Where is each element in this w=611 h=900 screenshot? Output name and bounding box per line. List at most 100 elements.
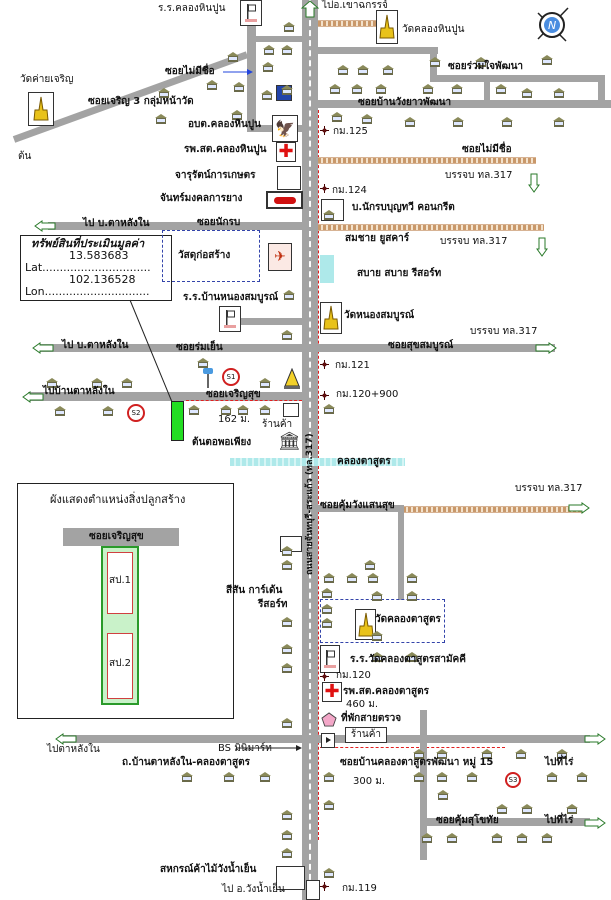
property-title: ทรัพย์สินที่ประเมินมูลค่า [31,237,145,250]
label-km121: กม.121 [335,360,370,371]
label-to-ta-lang-nai-2: ไป บ.ตาหลังใน [62,340,129,351]
label-to-field-1: ไปที่ไร่ [545,757,574,768]
house-icon [102,406,114,416]
label-rpst-top: รพ.สต.คลองหินปูน [184,144,267,155]
house-icon [501,117,513,127]
house-icon [553,117,565,127]
lon-label: Lon.............................. [25,285,150,298]
label-checkpoint: ที่พักสายตรวจ [341,713,402,724]
house-icon [436,772,448,782]
house-icon [220,405,232,415]
school-flag-icon [320,645,340,673]
lat-label: Lat............................... [25,261,151,274]
label-obt: อบต.คลองหินปูน [188,119,261,130]
house-icon [283,22,295,32]
route-line [320,747,505,748]
label-soi-nakrob: ซอยนักรบ [197,217,241,228]
house-icon [259,772,271,782]
label-join317-1: บรรจบ ทล.317 [445,170,513,181]
label-construction: วัสดุก่อสร้าง [178,250,231,261]
label-sisan: สีสัน การ์เด้น [226,585,283,596]
label-shop-1: ร้านค้า [262,419,293,430]
label-join317-4: บรรจบ ทล.317 [515,483,583,494]
km-marker-icon [320,391,329,400]
garuda-icon: 🦅 [272,115,298,142]
label-km119: กม.119 [342,883,377,894]
road-khum-wang [318,505,403,512]
arrow-right-icon [568,502,590,514]
km-marker-icon [320,126,329,135]
house-icon [281,45,293,55]
label-km120-900: กม.120+900 [336,389,399,400]
property-info-box: ทรัพย์สินที่ประเมินมูลค่า 13.583683 Lat.… [20,235,172,301]
label-sabai: สบาย สบาย รีสอร์ท [357,268,442,279]
label-soi-rom-yen: ซอยร่มเย็น [176,342,223,353]
plan-parcel: สป.1 สป.2 [101,546,139,705]
house-icon [521,804,533,814]
house-icon [437,790,449,800]
house-icon [452,117,464,127]
label-jarurat: จารุรัตน์การเกษตร [175,170,256,181]
label-dist-460: 460 ม. [346,699,379,710]
label-join317-2: บรรจบ ทล.317 [440,236,508,247]
temple-zone [320,599,445,643]
house-icon [451,84,463,94]
arrow-right-icon [584,733,606,745]
label-khlong-ta-sut: คลองตาสูตร [337,456,391,467]
house-icon [382,65,394,75]
house-icon [406,573,418,583]
road [598,75,605,105]
house-icon [475,57,487,67]
plan-road: ซอยเจริญสุข [63,528,179,546]
temple-icon [355,609,376,640]
house-icon [404,117,416,127]
label-join317-3: บรรจบ ทล.317 [470,326,538,337]
km-marker-icon [320,360,329,369]
house-icon [337,65,349,75]
svg-text:N: N [548,19,556,32]
house-icon [281,85,293,95]
arrow-right-icon [584,817,606,829]
house-icon [281,560,293,570]
label-soi-khum-sukhothai: ซอยคุ้มสุโขทัย [436,815,499,826]
house-icon [371,652,383,662]
property-marker[interactable] [171,401,184,441]
house-icon [281,810,293,820]
label-school-ta-sut: ร.ร.วัดคลองตาสูตรสามัคคี [350,654,466,665]
label-to-ban-ta-lang-nai: ไปบ้านตาหลังใน [43,386,115,397]
house-icon [566,804,578,814]
house-icon [227,52,239,62]
road-khum-sukhothai [420,818,590,826]
temple-icon [320,302,342,334]
house-icon [371,591,383,601]
label-to-field-2: ไปที่ไร่ [545,815,574,826]
bank-icon: 🏛 [278,431,301,452]
label-highway: ถนนสายจันทบุรี-สระแก้ว (ทล.317) [305,433,315,575]
label-wat-nong: วัดหนองสมบูรณ์ [344,310,415,321]
label-to-khao-chakan: ไปอ.เขาฉกรรจ์ [322,0,388,11]
label-soi-no-name-2: ซอยไม่มีชื่อ [462,144,512,155]
road-nakrob [48,222,302,230]
arrow-down-icon [536,237,548,257]
building-icon [306,880,320,900]
label-chanmongkol: จันทร์มงคลการยาง [160,193,243,204]
house-icon [155,114,167,124]
minimart-icon [321,733,335,748]
resort-icon [320,255,334,283]
road [420,710,427,860]
road [430,75,605,82]
house-icon [121,378,133,388]
house-icon [576,772,588,782]
house-icon [206,80,218,90]
label-dist-162: 162 ม. [218,414,251,425]
speed-sign-icon: S3 [505,772,521,788]
car-icon [266,191,303,209]
compass-icon: N [537,7,569,42]
house-icon [259,378,271,388]
km-marker-icon [320,184,329,193]
house-icon [323,573,335,583]
house-icon [321,588,333,598]
house-icon [496,804,508,814]
label-soi-no-name-1: ซอยไม่มีชื่อ [165,66,215,77]
